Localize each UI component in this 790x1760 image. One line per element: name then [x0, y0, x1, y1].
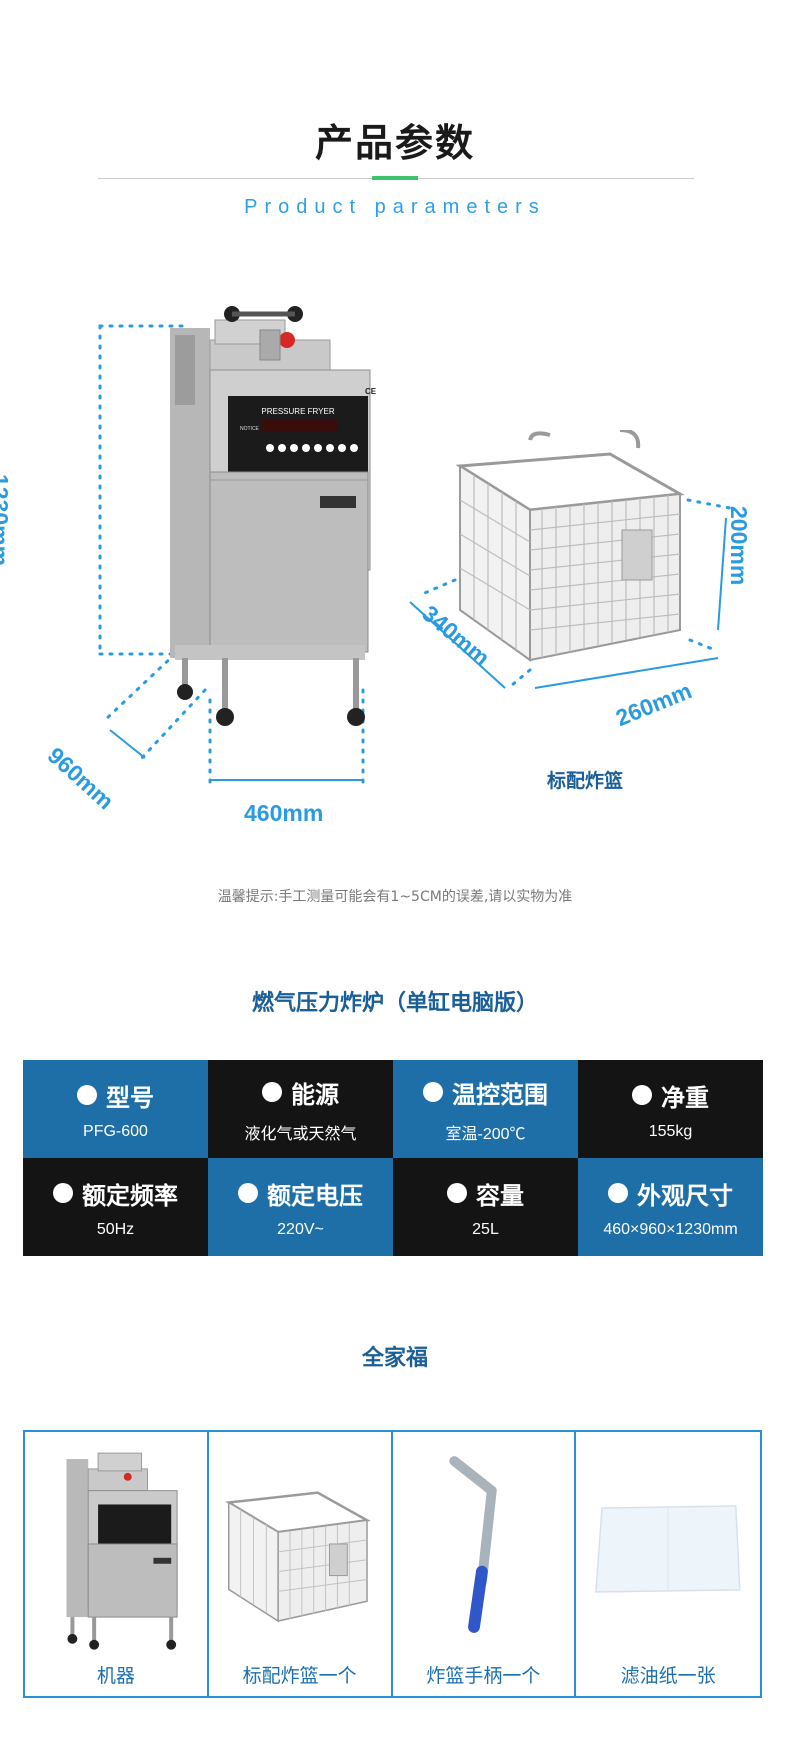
spec-cell-voltage: 额定电压 220V~	[208, 1158, 393, 1256]
family-label: 滤油纸一张	[620, 1665, 716, 1687]
bullet-icon	[77, 1085, 97, 1105]
family-item-handle: 炸篮手柄一个	[393, 1432, 577, 1696]
spec-label: 额定频率	[82, 1181, 178, 1210]
family-item-machine: 机器	[25, 1432, 209, 1696]
measurement-tip: 温馨提示:手工测量可能会有1~5CM的误差,请以实物为准	[217, 889, 573, 905]
spec-value: 液化气或天然气	[244, 1125, 357, 1143]
spec-cell-weight: 净重 155kg	[578, 1060, 763, 1158]
spec-cell-energy: 能源 液化气或天然气	[208, 1060, 393, 1158]
family-label: 机器	[96, 1665, 135, 1687]
family-row: 机器 标配炸篮一个 炸篮手柄一个	[23, 1430, 762, 1698]
spec-grid: 型号 PFG-600 能源 液化气或天然气 温控范围 室温-200℃ 净重 15…	[23, 1060, 763, 1256]
spec-cell-size: 外观尺寸 460×960×1230mm	[578, 1158, 763, 1256]
basket-dimension-diagram	[409, 430, 732, 689]
bullet-icon	[238, 1183, 258, 1203]
fryer-panel-brand: PRESSURE FRYER	[261, 407, 334, 416]
spec-cell-frequency: 额定频率 50Hz	[23, 1158, 208, 1256]
bullet-icon	[447, 1183, 467, 1203]
bullet-icon	[262, 1082, 282, 1102]
basket-height-label: 200mm	[726, 506, 752, 586]
page-subtitle: Product parameters	[244, 196, 546, 218]
spec-label: 外观尺寸	[637, 1181, 733, 1210]
fryer-panel-notice: NOTICE	[240, 426, 260, 432]
fryer-height-label: 1230mm	[0, 474, 13, 567]
bullet-icon	[608, 1183, 628, 1203]
spec-label: 净重	[661, 1083, 709, 1112]
spec-value: 220V~	[277, 1220, 324, 1238]
basket-icon	[455, 430, 685, 662]
fryer-body: PRESSURE FRYER CE NOTICE	[170, 306, 377, 726]
spec-cell-capacity: 容量 25L	[393, 1158, 578, 1256]
family-item-basket: 标配炸篮一个	[209, 1432, 393, 1696]
fryer-machine-icon	[66, 1452, 178, 1650]
spec-label: 型号	[106, 1083, 154, 1112]
family-label: 标配炸篮一个	[242, 1665, 357, 1687]
spec-value: 460×960×1230mm	[603, 1220, 738, 1238]
spec-value: PFG-600	[83, 1122, 148, 1140]
bullet-icon	[423, 1082, 443, 1102]
bullet-icon	[53, 1183, 73, 1203]
filter-paper-icon	[595, 1505, 741, 1593]
product-name: 燃气压力炸炉（单缸电脑版）	[251, 991, 538, 1016]
spec-value: 室温-200℃	[445, 1125, 526, 1143]
spec-value: 50Hz	[96, 1220, 135, 1238]
fryer-ce-mark: CE	[365, 387, 377, 396]
spec-cell-temperature: 温控范围 室温-200℃	[393, 1060, 578, 1158]
fryer-width-label: 460mm	[244, 800, 324, 826]
spec-label: 能源	[291, 1080, 339, 1109]
title-accent-bar	[372, 176, 418, 180]
basket-caption: 标配炸篮	[546, 770, 623, 792]
basket-icon	[224, 1491, 371, 1623]
family-title: 全家福	[361, 1346, 428, 1371]
spec-label: 容量	[476, 1181, 524, 1210]
spec-label: 温控范围	[452, 1080, 548, 1109]
bullet-icon	[632, 1085, 652, 1105]
fryer-dimension-diagram: PRESSURE FRYER CE NOTICE	[98, 306, 377, 790]
spec-cell-model: 型号 PFG-600	[23, 1060, 208, 1158]
basket-handle-icon	[448, 1456, 497, 1633]
spec-label: 额定电压	[267, 1181, 363, 1210]
family-label: 炸篮手柄一个	[426, 1665, 541, 1687]
spec-value: 25L	[472, 1220, 499, 1238]
spec-value: 155kg	[648, 1122, 693, 1140]
family-item-filter-paper: 滤油纸一张	[576, 1432, 760, 1696]
page-title: 产品参数	[314, 121, 475, 165]
